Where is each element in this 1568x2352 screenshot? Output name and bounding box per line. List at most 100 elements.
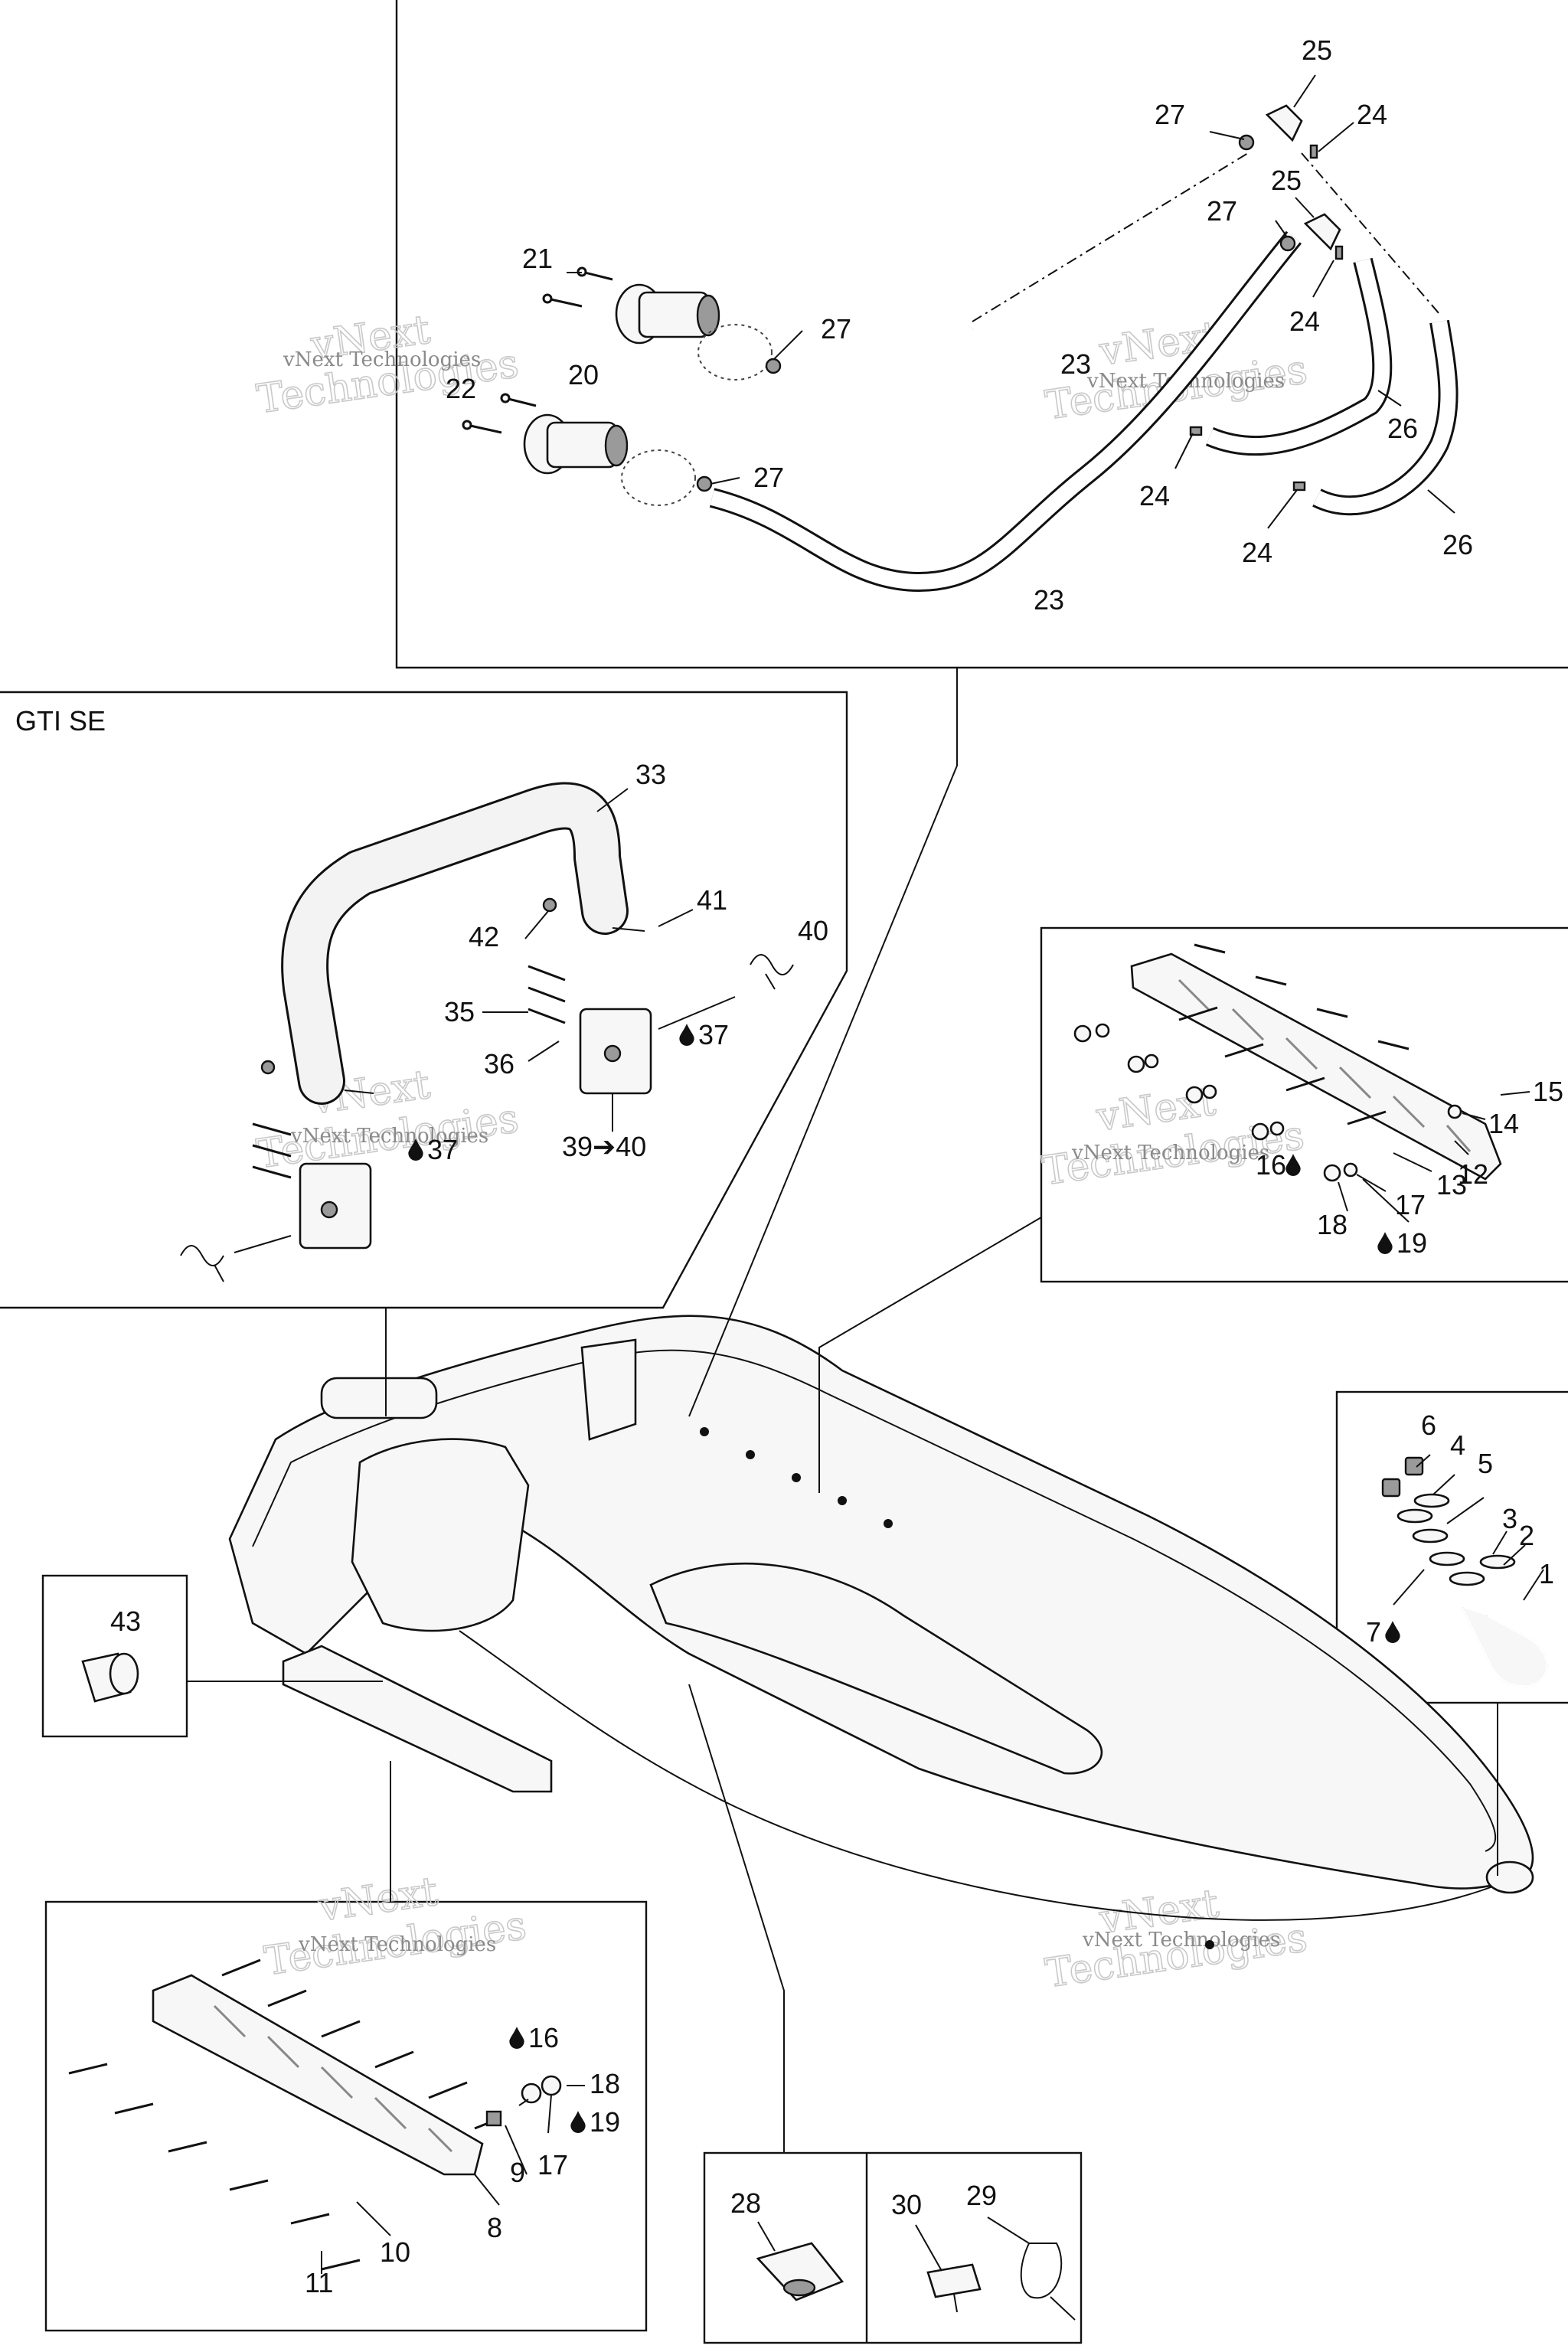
- callout-18: 18: [1317, 1209, 1348, 1240]
- hull: [228, 1315, 1534, 1949]
- hose-23-lower-inner: [710, 232, 1300, 590]
- callout-37: 37: [427, 1134, 458, 1165]
- callout-25: 25: [1271, 165, 1302, 196]
- bow-hook: [1485, 1860, 1534, 1894]
- tow-hook-assembly: [1381, 1456, 1548, 1688]
- callout-18: 18: [590, 2068, 620, 2099]
- drop-icon: [509, 2027, 524, 2049]
- clips-24: [1189, 144, 1344, 492]
- screws-21: [462, 266, 613, 434]
- callout-35: 35: [444, 996, 475, 1027]
- callout-8: 8: [487, 2212, 502, 2243]
- callout-24: 24: [1289, 305, 1320, 337]
- callout-27: 27: [753, 462, 784, 493]
- callout-15: 15: [1533, 1076, 1563, 1107]
- u-bolt-1-inner: [1461, 1607, 1548, 1688]
- callout-16: 16: [1256, 1149, 1286, 1181]
- cable-tie-29: [1020, 2243, 1076, 2321]
- boarding-step-assembly: [1073, 943, 1502, 1182]
- seat: [649, 1563, 1103, 1775]
- callout-39-40: 39➔40: [562, 1131, 646, 1162]
- bracket-hole: [603, 1044, 622, 1063]
- hose-assembly: [462, 104, 1459, 593]
- callout-43: 43: [110, 1606, 141, 1637]
- callout-25: 25: [1302, 34, 1332, 66]
- callout-13: 13: [1436, 1169, 1467, 1200]
- callout-22: 22: [446, 373, 476, 404]
- rear-step-8: [152, 1974, 484, 2176]
- callout-6: 6: [1421, 1410, 1436, 1441]
- leader-lines-fasteners: [757, 2216, 1030, 2272]
- bilge-pump-20-lower: [523, 413, 696, 506]
- callout-26: 26: [1442, 529, 1473, 560]
- fastener-parts: [756, 2242, 1076, 2321]
- alignment-line: [1301, 152, 1440, 315]
- bracket-hole: [320, 1200, 338, 1219]
- callout-36: 36: [484, 1048, 514, 1080]
- plug-panel-frame: [41, 1574, 188, 1738]
- callouts: 25 27 24 25 27 21 27 24 23 20 22 26 27 2…: [15, 34, 1563, 2298]
- callout-19: 19: [590, 2106, 620, 2138]
- callout-17: 17: [1395, 1189, 1426, 1220]
- rear-grab-handle: [320, 1377, 438, 1419]
- grab-handle-assembly: [180, 782, 794, 1282]
- console-panel: [580, 1338, 637, 1441]
- callout-4: 4: [1450, 1429, 1465, 1461]
- callout-23: 23: [1034, 584, 1064, 616]
- boarding-step-rear: [282, 1645, 553, 1793]
- rear-step-ribs: [213, 2004, 453, 2153]
- rear-step-hardware: [485, 2075, 562, 2127]
- rivet-stem: [953, 2293, 958, 2313]
- watermark-small: vNext Technologies: [290, 1125, 488, 1148]
- hook-panel-frame: [1335, 1390, 1568, 1704]
- hose-26-upper-inner: [1207, 258, 1390, 454]
- grab-handle-33-face: [283, 784, 626, 1102]
- leader-lines-step: [1338, 1091, 1530, 1223]
- callout-2: 2: [1519, 1520, 1534, 1551]
- elbow-fittings-25: [1265, 104, 1341, 251]
- leader-lines: [567, 74, 1455, 529]
- watermark-small: vNext Technologies: [1082, 1929, 1280, 1952]
- hose-23-upper-inner: [764, 322, 1031, 473]
- callout-42: 42: [469, 921, 499, 952]
- nuts-42-41: [260, 897, 645, 1094]
- callout-10: 10: [380, 2236, 410, 2268]
- leader-lines-hull: [187, 668, 1498, 2153]
- callout-33: 33: [635, 759, 666, 790]
- callout-26: 26: [1387, 413, 1418, 444]
- callout-11: 11: [305, 2267, 333, 2298]
- callout-30: 30: [891, 2189, 922, 2220]
- step-panel-frame: [1040, 926, 1568, 1283]
- callout-9: 9: [510, 2157, 525, 2188]
- arrow-line: [234, 1235, 292, 1253]
- callout-27: 27: [1207, 195, 1237, 227]
- callout-16: 16: [528, 2022, 559, 2053]
- callout-17: 17: [537, 2149, 568, 2180]
- callout-27: 27: [1155, 99, 1185, 130]
- arrow-line: [658, 996, 736, 1030]
- leader-lines-rear-step: [321, 2085, 585, 2274]
- drop-icon: [570, 2111, 586, 2133]
- u-bolt-1: [1461, 1607, 1548, 1687]
- callout-29: 29: [966, 2180, 997, 2211]
- hose-panel-frame: [395, 0, 1568, 669]
- gti-se-panel-frame: [0, 691, 848, 1309]
- hull-hardware: [700, 1427, 1214, 1949]
- callout-7: 7: [1366, 1616, 1381, 1648]
- callout-40: 40: [798, 915, 828, 946]
- section-title-gti-se: GTI SE: [15, 705, 106, 737]
- callout-19: 19: [1396, 1227, 1427, 1259]
- push-rivet-30: [926, 2263, 982, 2298]
- callout-27: 27: [821, 313, 851, 345]
- hook-washers: [1396, 1493, 1516, 1586]
- callout-24: 24: [1357, 99, 1387, 130]
- callout-24: 24: [1242, 537, 1272, 568]
- callout-28: 28: [730, 2187, 761, 2219]
- drop-icon: [1385, 1621, 1400, 1643]
- fastener-panel-frame: [703, 2151, 1083, 2344]
- alignment-line: [972, 152, 1249, 322]
- storage-bin: [351, 1438, 530, 1632]
- screws-35: [252, 965, 566, 1179]
